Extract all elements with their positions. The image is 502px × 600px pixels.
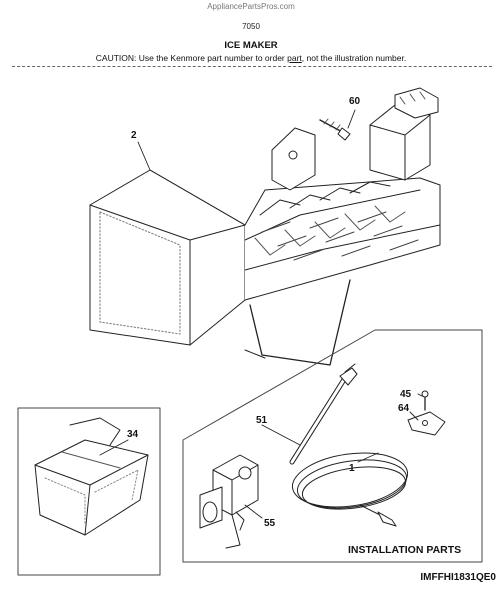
caution-text-start: CAUTION: Use the Kenmore part number to … xyxy=(95,53,288,63)
ice-bucket-part-34[interactable] xyxy=(34,417,149,536)
water-tubing-part-1[interactable] xyxy=(289,446,411,527)
site-watermark: AppliancePartsPros.com xyxy=(207,2,295,11)
screw-part-60[interactable] xyxy=(319,118,351,141)
ice-maker-assembly[interactable] xyxy=(89,87,441,366)
leader-line-2 xyxy=(137,141,151,171)
callout-45: 45 xyxy=(400,389,412,400)
leader-line-45 xyxy=(417,393,423,397)
callout-1: 1 xyxy=(349,463,355,474)
callout-60: 60 xyxy=(349,96,361,107)
leader-line-60 xyxy=(347,109,356,129)
leader-line-55 xyxy=(244,504,263,519)
ice-container-box xyxy=(17,407,161,576)
callout-55: 55 xyxy=(264,518,276,529)
fill-tube-part-51[interactable] xyxy=(289,363,358,465)
caution-part-link[interactable]: part xyxy=(287,53,302,63)
leader-line-34 xyxy=(99,439,129,456)
installation-parts-label: INSTALLATION PARTS xyxy=(348,544,461,556)
callout-2: 2 xyxy=(131,130,137,141)
installation-parts-box xyxy=(182,329,483,563)
clamp-part-64[interactable] xyxy=(407,411,446,436)
page-number: 7050 xyxy=(242,22,260,31)
document-id: IMFFHI1831QE0 xyxy=(420,572,496,583)
caution-note: CAUTION: Use the Kenmore part number to … xyxy=(0,53,502,63)
header-divider xyxy=(12,66,492,67)
screw-part-45[interactable] xyxy=(421,390,429,411)
leader-line-51 xyxy=(261,424,301,446)
caution-text-end: , not the illustration number. xyxy=(301,53,407,63)
diagram-title: ICE MAKER xyxy=(224,40,278,51)
callout-64: 64 xyxy=(398,403,410,414)
leader-line-1 xyxy=(357,452,379,463)
water-valve-part-55[interactable] xyxy=(199,454,259,549)
callout-34: 34 xyxy=(127,429,139,440)
leader-line-64 xyxy=(409,411,419,421)
callout-51: 51 xyxy=(256,415,268,426)
